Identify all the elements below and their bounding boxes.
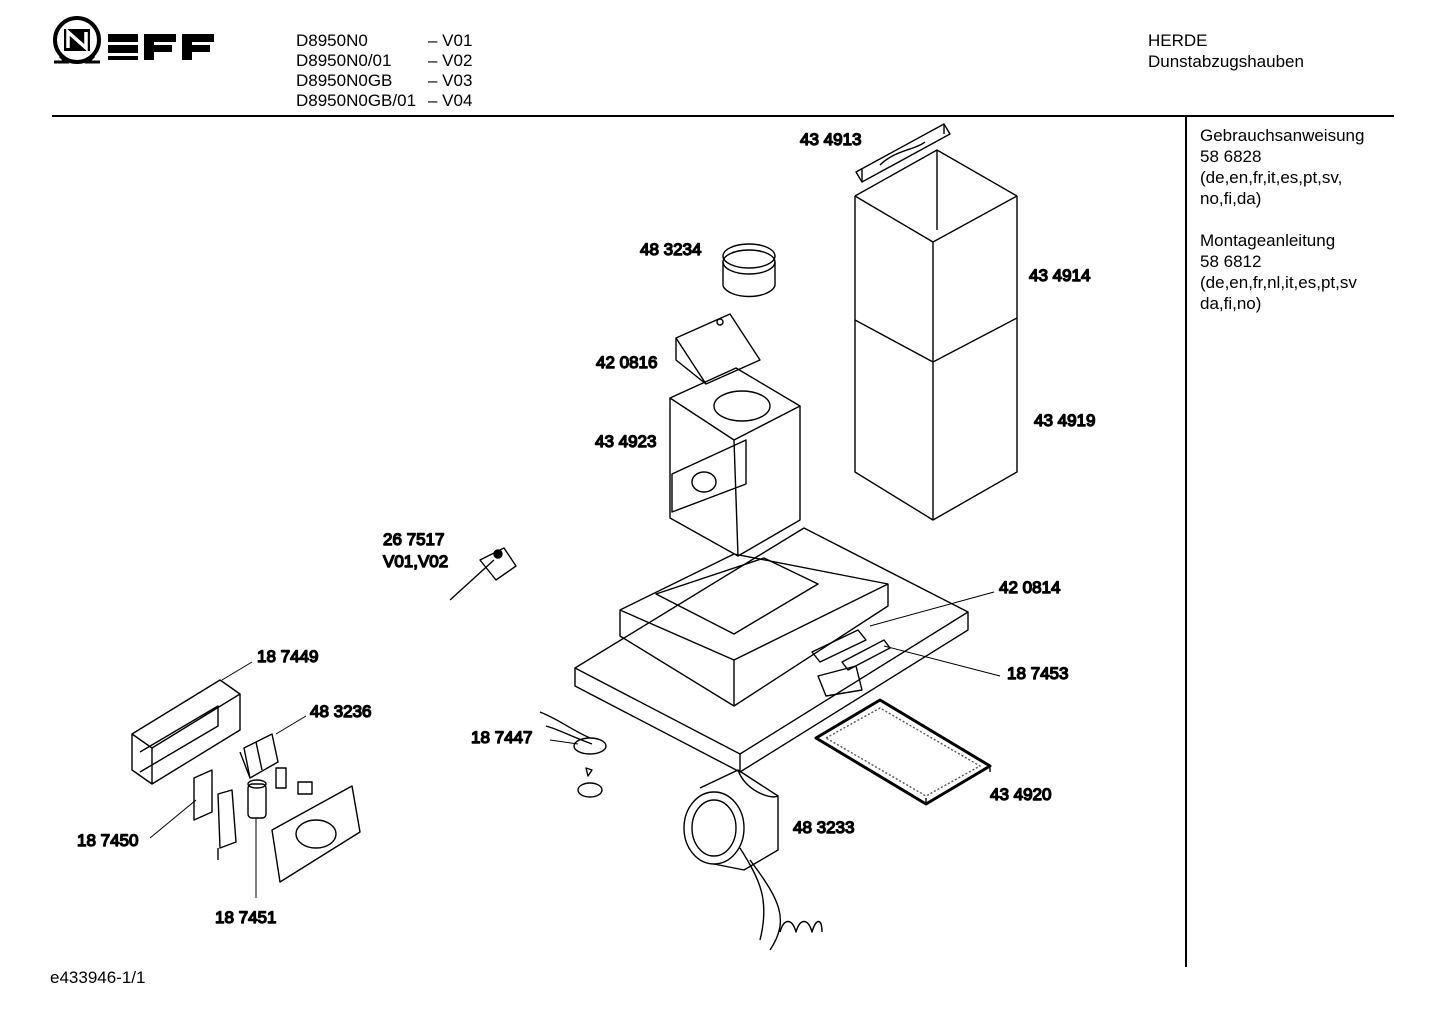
documentation-sidebar: Gebrauchsanweisung 58 6828 (de,en,fr,it,… [1200, 125, 1364, 314]
manual-number: 58 6828 [1200, 147, 1262, 166]
category-title: HERDE [1148, 31, 1208, 50]
label-434919: 43 4919 [1034, 411, 1095, 430]
capacitor-holder-part [193, 769, 237, 860]
label-187450: 18 7450 [77, 831, 138, 850]
model-code: D8950N0/01 [296, 51, 392, 70]
label-420816: 42 0816 [596, 353, 657, 372]
motor-housing-part [669, 367, 801, 557]
label-483236: 48 3236 [310, 702, 371, 721]
model-row: D8950N0GB – V03 [296, 71, 472, 91]
sidebar-divider [1185, 116, 1187, 967]
chimney-upper-part [854, 149, 1018, 362]
label-187447: 18 7447 [471, 728, 532, 747]
mounting-bracket-part [675, 313, 761, 385]
model-row: D8950N0GB/01 – V04 [296, 91, 472, 111]
label-483233: 48 3233 [793, 818, 854, 837]
header-divider [52, 115, 1394, 117]
power-plug-part [449, 547, 517, 601]
model-variant: – V03 [428, 71, 473, 90]
label-267517-variants: V01,V02 [383, 552, 448, 571]
neff-logo [50, 16, 220, 74]
chimney-lower-part [854, 317, 1018, 521]
document-id: e433946-1/1 [50, 968, 146, 987]
control-cover-part [271, 785, 361, 883]
category-subtitle: Dunstabzugshauben [1148, 52, 1304, 71]
manual-languages-cont: no,fi,da) [1200, 189, 1262, 208]
label-434914: 43 4914 [1029, 266, 1090, 285]
label-187449: 18 7449 [257, 647, 318, 666]
capacitor-part [247, 779, 267, 819]
label-434920: 43 4920 [990, 785, 1051, 804]
lamp-part [539, 711, 607, 798]
label-483234: 48 3234 [640, 240, 701, 259]
fan-motor-part [683, 769, 823, 951]
model-list: D8950N0 – V01 D8950N0/01 – V02 D8950N0GB… [296, 31, 472, 111]
model-variant: – V01 [428, 31, 473, 50]
label-420814: 42 0814 [999, 578, 1060, 597]
grease-filter-part [814, 698, 992, 806]
control-frame-part [131, 679, 241, 785]
label-434913: 43 4913 [800, 130, 861, 149]
label-267517: 26 7517 [383, 530, 444, 549]
manual-languages: (de,en,fr,it,es,pt,sv, [1200, 168, 1343, 187]
label-187451: 18 7451 [215, 908, 276, 927]
model-variant: – V02 [428, 51, 473, 70]
install-languages: (de,en,fr,nl,it,es,pt,sv [1200, 273, 1357, 292]
model-variant: – V04 [428, 91, 473, 110]
install-title: Montageanleitung [1200, 231, 1336, 250]
top-bracket-part [855, 123, 951, 183]
relay-part [239, 733, 279, 779]
model-code: D8950N0GB [296, 71, 393, 90]
label-187453: 18 7453 [1007, 664, 1068, 683]
model-code: D8950N0GB/01 [296, 91, 417, 110]
model-row: D8950N0 – V01 [296, 31, 472, 51]
install-languages-cont: da,fi,no) [1200, 294, 1262, 313]
label-434923: 43 4923 [595, 432, 656, 451]
manual-title: Gebrauchsanweisung [1200, 126, 1365, 145]
air-collar-part [722, 243, 776, 298]
model-row: D8950N0/01 – V02 [296, 51, 472, 71]
leader-lines [149, 591, 1001, 898]
small-components [275, 767, 313, 795]
hood-canopy [574, 527, 969, 773]
model-code: D8950N0 [296, 31, 368, 50]
install-number: 58 6812 [1200, 252, 1262, 271]
